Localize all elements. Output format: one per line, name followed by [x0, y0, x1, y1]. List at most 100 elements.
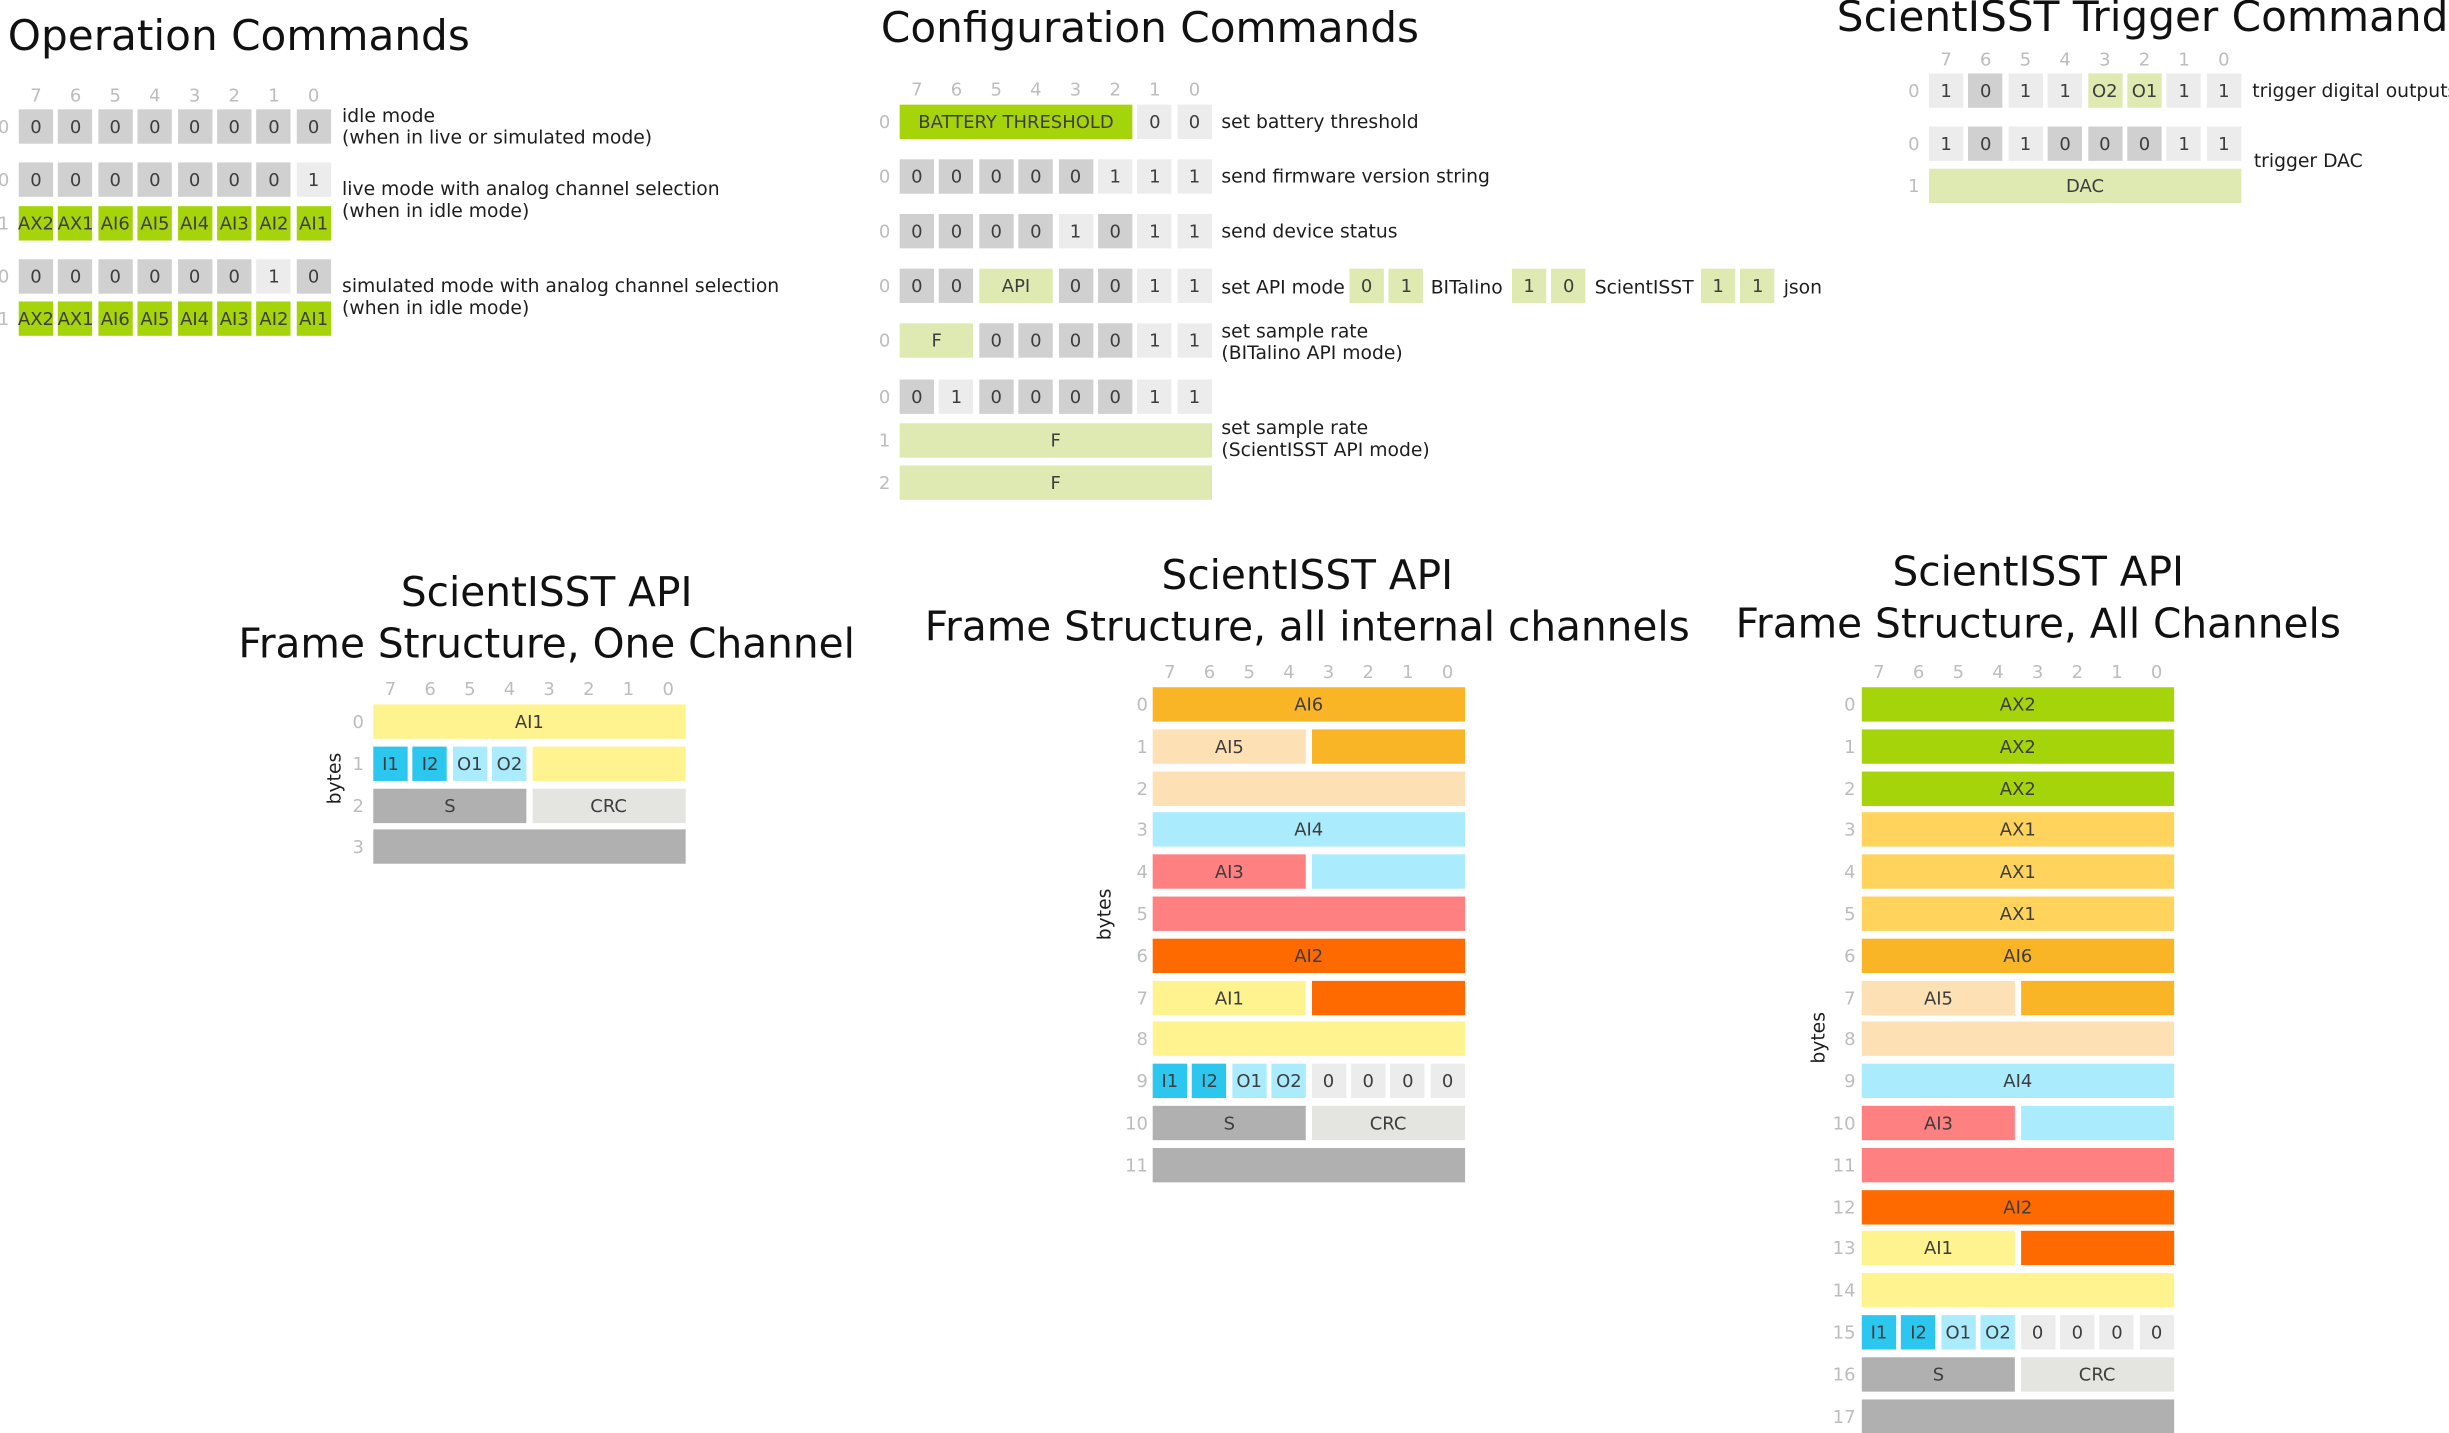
bit-cell: 1 — [2166, 126, 2202, 161]
bit-cell: AI6 — [98, 301, 133, 336]
bit-cell: 1 — [1177, 159, 1212, 194]
bit-cell: 0 — [58, 162, 93, 197]
frame-field-0: 0 — [2099, 1315, 2135, 1350]
sample-rate-field: F — [899, 423, 1212, 458]
frame-field-ax2: AX2 — [1861, 770, 2174, 806]
bit-index: 4 — [503, 677, 516, 700]
frame-field-continuation — [1861, 1022, 2174, 1057]
battery-threshold-field: BATTERY THRESHOLD — [899, 104, 1133, 140]
frame-field-ai5: AI5 — [1152, 729, 1307, 764]
bit-index: 1 — [622, 677, 635, 700]
frame-field-continuation — [373, 829, 686, 865]
bit-cell: 0 — [1098, 323, 1133, 358]
byte-number: 0 — [878, 165, 891, 188]
bit-cell: 1 — [1928, 126, 1964, 161]
frame-field-ai2: AI2 — [1861, 1189, 2174, 1224]
bit-cell: 1 — [1137, 159, 1173, 194]
api-field: API — [978, 268, 1054, 304]
bit-index: 3 — [1069, 78, 1082, 100]
bit-index: 6 — [1203, 660, 1216, 683]
bit-cell: 0 — [899, 379, 935, 414]
frame-field-continuation — [1311, 980, 1465, 1015]
frame-field-continuation — [1152, 770, 1465, 806]
frame-field-o1: O1 — [452, 746, 487, 781]
frame-one-channel-title: ScientISST API Frame Structure, One Chan… — [234, 569, 859, 672]
bit-cell: 1 — [1928, 73, 1964, 108]
byte-number: 15 — [1832, 1321, 1856, 1344]
bit-index: 3 — [2099, 48, 2111, 71]
bit-cell: O1 — [2127, 73, 2162, 108]
bit-cell: AI2 — [256, 301, 292, 336]
bit-cell: 0 — [1018, 159, 1054, 194]
bit-cell: 0 — [1018, 379, 1054, 414]
bit-index: 3 — [188, 84, 201, 107]
bit-cell: AI5 — [137, 206, 173, 241]
frame-title-line: ScientISST API — [1161, 552, 1454, 600]
bit-cell: 1 — [1137, 268, 1173, 304]
api-option-bit: 1 — [1389, 268, 1424, 304]
bit-cell: 0 — [1098, 213, 1133, 249]
bit-cell: 0 — [1177, 104, 1212, 140]
bit-index: 4 — [2059, 48, 2071, 71]
bit-cell: 0 — [256, 162, 292, 197]
bit-cell: 0 — [978, 379, 1014, 414]
bit-index: 1 — [268, 84, 280, 107]
bit-index: 1 — [2111, 660, 2123, 683]
bit-cell: 1 — [2206, 73, 2242, 108]
command-label: (ScientISST API mode) — [1221, 438, 1430, 461]
byte-number: 8 — [1844, 1028, 1856, 1051]
byte-number: 12 — [1832, 1195, 1856, 1218]
bit-index: 6 — [1912, 660, 1925, 683]
bit-cell: AI5 — [137, 301, 173, 336]
y-axis-label: bytes — [1807, 1012, 1829, 1064]
byte-number: 3 — [1844, 819, 1856, 841]
byte-number: 0 — [1844, 693, 1856, 716]
byte-number: 13 — [1832, 1237, 1856, 1260]
bit-cell: AX1 — [58, 206, 94, 241]
bit-cell: 0 — [899, 159, 935, 194]
byte-number: 4 — [1136, 860, 1148, 883]
frame-field-i2: I2 — [412, 746, 448, 781]
command-label: set sample rate — [1221, 320, 1369, 343]
bit-cell: 0 — [177, 162, 212, 197]
bit-cell: 0 — [1058, 268, 1093, 304]
command-label: set API mode — [1221, 276, 1345, 299]
frame-field-crc: CRC — [2020, 1356, 2174, 1392]
bit-cell: 0 — [217, 259, 252, 294]
frame-field-ai2: AI2 — [1152, 938, 1465, 973]
bit-cell: 0 — [899, 268, 935, 304]
bit-cell: 1 — [2206, 126, 2242, 161]
byte-number: 1 — [352, 752, 364, 775]
bit-cell: 0 — [1058, 379, 1093, 414]
bit-index: 6 — [1980, 48, 1992, 71]
bit-index: 1 — [2178, 48, 2190, 71]
bit-cell: 0 — [978, 213, 1014, 249]
y-axis-label: bytes — [1093, 888, 1116, 941]
frame-title-line: Frame Structure, All Channels — [1735, 601, 2341, 649]
byte-number: 0 — [0, 116, 9, 138]
bit-cell: 0 — [217, 162, 252, 197]
frame-field-ai3: AI3 — [1152, 854, 1307, 890]
byte-number: 14 — [1832, 1279, 1856, 1302]
frame-title-line: Frame Structure, One Channel — [238, 621, 855, 669]
dac-field: DAC — [1928, 168, 2242, 204]
bit-cell: 0 — [177, 109, 212, 144]
bit-cell: 1 — [1177, 213, 1212, 249]
frame-field-ai6: AI6 — [1861, 938, 2174, 973]
bit-cell: 0 — [939, 213, 974, 249]
frame-field-s: S — [373, 788, 527, 823]
bit-cell: 0 — [137, 109, 173, 144]
api-option-bit: 1 — [1740, 268, 1775, 304]
operation-commands-title: Operation Commands — [7, 12, 470, 61]
bit-index: 7 — [1940, 48, 1952, 71]
bit-cell: 0 — [58, 109, 93, 144]
frame-field-o2: O2 — [1980, 1315, 2016, 1350]
bit-index: 3 — [543, 677, 555, 700]
bit-cell: 1 — [296, 162, 331, 197]
byte-number: 7 — [1136, 986, 1148, 1009]
bit-cell: 0 — [1058, 323, 1093, 358]
